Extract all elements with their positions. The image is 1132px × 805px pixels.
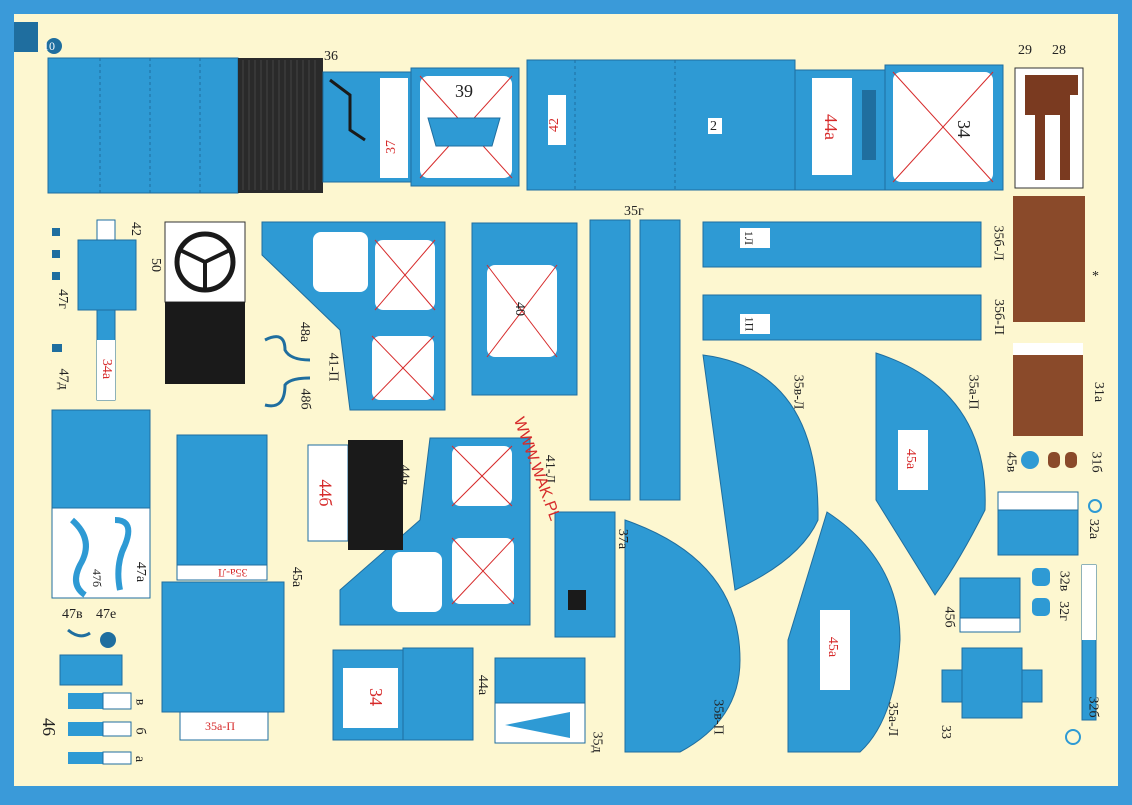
label-47g: 47г [54, 289, 70, 309]
label-37: 37 [384, 140, 399, 154]
part-2-42-strip [526, 59, 796, 191]
label-35aP: 35а-П [965, 374, 981, 410]
part-31a [1013, 343, 1083, 436]
part-rust-panel [1013, 196, 1085, 322]
part-35vP [624, 519, 741, 753]
label-34a: 34а [99, 358, 115, 380]
label-31b: 31б [1088, 451, 1104, 473]
part-47a [51, 409, 151, 599]
label-28: 28 [1052, 43, 1066, 58]
label-47e: 47е [96, 607, 117, 622]
label-34-bottom: 34 [366, 688, 386, 706]
label-35g: 35г [624, 204, 644, 219]
page-number: 10 [43, 39, 55, 53]
label-35aL-small: 35а-Л [218, 566, 248, 580]
label-35bL: 35б-Л [990, 225, 1006, 261]
label-45a-low: 45а [825, 636, 841, 658]
label-31a: 31а [1091, 381, 1107, 403]
label-50: 50 [148, 258, 163, 272]
label-32b: 32б [1085, 696, 1101, 718]
label-34-top: 34 [954, 120, 974, 138]
part-35aP [875, 352, 986, 596]
part-32b [1081, 564, 1097, 721]
label-star: * [1092, 269, 1099, 284]
label-35bP: 35б-П [990, 299, 1006, 335]
label-47a: 47а [133, 561, 149, 583]
part-41P [261, 221, 446, 411]
part-35g [589, 219, 681, 501]
part-37a [554, 511, 616, 638]
label-45a-mid: 45а [289, 566, 305, 588]
page-logo [14, 22, 62, 54]
part-32a [997, 491, 1079, 556]
label-32g: 32г [1055, 601, 1071, 621]
label-46: 46 [39, 718, 59, 736]
label-35aP-small: 35а-П [205, 719, 235, 733]
label-37a: 37а [615, 528, 631, 550]
part-42-small [77, 219, 137, 401]
part-41L [339, 437, 531, 626]
label-35vP: 35в-П [710, 699, 726, 735]
label-1P: 1П [742, 316, 757, 332]
part-35vL [702, 354, 819, 591]
label-47d: 47д [55, 368, 71, 390]
part-44a-top [794, 69, 886, 191]
label-45a-right: 45а [903, 448, 919, 470]
label-40: 40 [512, 302, 527, 316]
part-50 [164, 221, 246, 384]
label-44a-top: 44а [821, 114, 841, 140]
label-48a: 48а [297, 321, 313, 343]
label-2: 2 [710, 119, 717, 134]
label-29: 29 [1018, 43, 1032, 58]
part-31b-45v [1021, 451, 1077, 469]
part-35b [702, 221, 982, 341]
part-34-bottom [332, 647, 474, 741]
label-44b: 44б [315, 479, 336, 507]
part-34-top [884, 64, 1004, 191]
label-45v: 45в [1003, 451, 1019, 473]
label-46a: а [132, 755, 148, 763]
label-1L: 1Л [742, 230, 757, 246]
label-46b: б [132, 727, 148, 735]
label-35vL: 35в-Л [790, 374, 806, 410]
part-40 [471, 222, 578, 396]
part-45b [959, 577, 1021, 633]
label-33: 33 [938, 725, 953, 739]
label-32a: 32а [1086, 518, 1102, 540]
label-44v: 44в [396, 464, 412, 486]
part-top-strip-left [47, 57, 412, 194]
marks-47 [52, 228, 62, 352]
label-35aL: 35а-Л [885, 701, 901, 737]
part-33 [941, 647, 1043, 719]
label-39: 39 [455, 81, 473, 101]
label-42-top: 42 [547, 118, 562, 132]
label-35d: 35д [589, 731, 605, 753]
label-48b: 48б [297, 388, 313, 410]
part-35aL-small [176, 434, 268, 581]
label-44a-bottom: 44а [475, 674, 491, 696]
label-32v: 32в [1056, 570, 1072, 592]
part-39 [410, 67, 520, 187]
part-32vg [1032, 568, 1050, 616]
part-28-29 [1014, 67, 1084, 189]
label-41P: 41-П [325, 352, 341, 382]
spirals-32 [1065, 499, 1102, 745]
label-36: 36 [324, 49, 338, 64]
label-46v: в [132, 698, 148, 706]
label-45b: 45б [941, 606, 957, 628]
wires-48 [264, 335, 311, 408]
part-47v [59, 628, 123, 686]
label-47b: 47б [90, 568, 105, 588]
part-46 [68, 692, 132, 765]
part-35d [494, 657, 586, 744]
part-35aP-small [161, 581, 285, 741]
label-42-small: 42 [128, 222, 143, 236]
part-44 [307, 440, 403, 550]
label-47v: 47в [62, 607, 83, 622]
